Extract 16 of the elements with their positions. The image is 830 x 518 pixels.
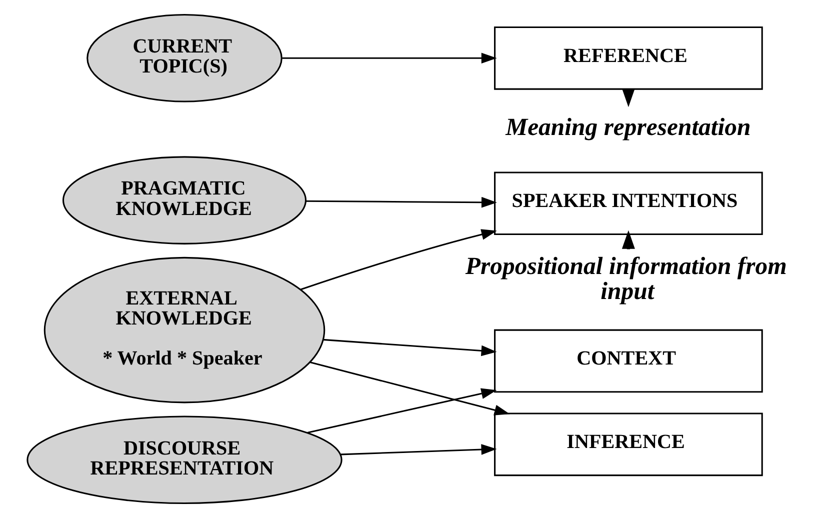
node-ellipse: PRAGMATIC KNOWLEDGE bbox=[62, 156, 306, 244]
node-ellipse: CURRENT TOPIC(S) bbox=[86, 14, 282, 102]
arrow bbox=[300, 229, 496, 290]
arrow bbox=[282, 52, 496, 64]
arrow bbox=[307, 388, 496, 434]
node-ellipse: DISCOURSE REPRESENTATION bbox=[26, 416, 342, 504]
node-box: CONTEXT bbox=[494, 329, 762, 393]
node-ellipse: EXTERNAL KNOWLEDGE * World * Speaker bbox=[43, 256, 325, 404]
node-box: SPEAKER INTENTIONS bbox=[494, 172, 762, 236]
node-text: Propositional information from input bbox=[464, 253, 786, 305]
arrow bbox=[309, 361, 510, 416]
arrow bbox=[322, 338, 496, 356]
node-text: Meaning representation bbox=[505, 114, 750, 142]
arrow bbox=[305, 196, 496, 208]
node-box: INFERENCE bbox=[494, 412, 762, 476]
arrow bbox=[340, 444, 496, 456]
